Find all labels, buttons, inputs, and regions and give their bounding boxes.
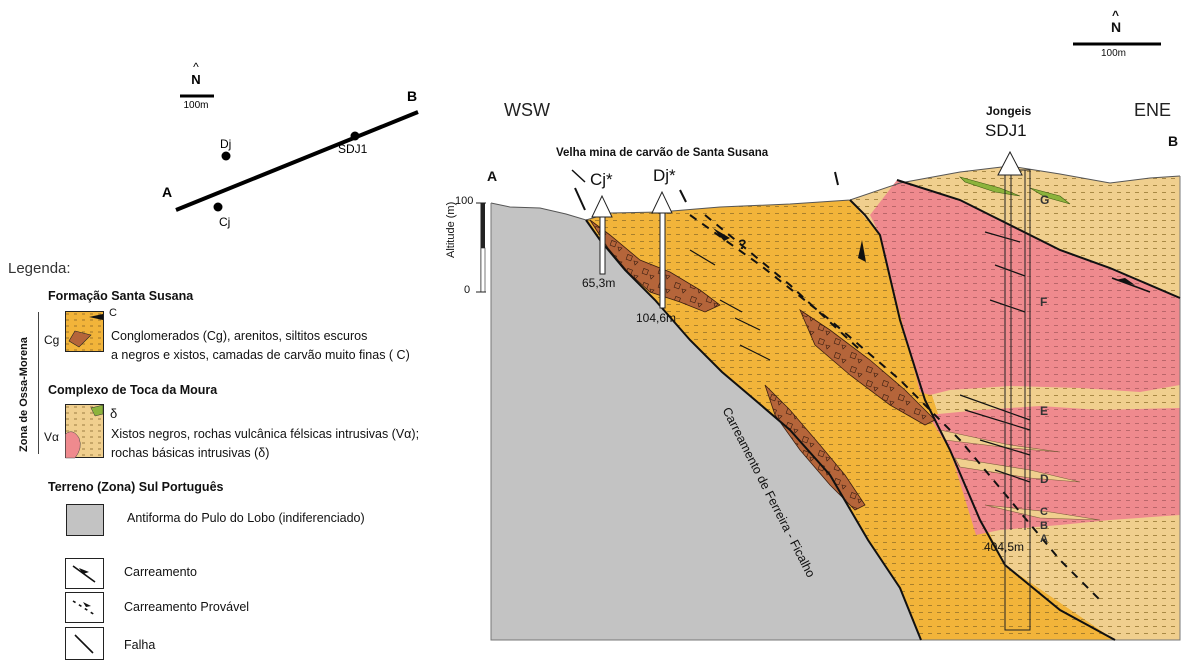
legend-group1-swatch-label: Cg bbox=[44, 333, 60, 347]
map-point-cj bbox=[213, 202, 223, 212]
legend-group2-swatch-label: Vα bbox=[44, 430, 59, 444]
hole-cj-depth: 65,3m bbox=[582, 276, 616, 290]
altitude-tick-100: 100 bbox=[455, 195, 474, 207]
section-north-label: N bbox=[1111, 19, 1122, 35]
location-map: ^ N 100m A B Dj Cj SDJ1 bbox=[162, 60, 419, 229]
unit-f: F bbox=[1040, 295, 1048, 309]
legend-symbol-fault: Falha bbox=[124, 638, 156, 652]
map-point-sdj1 bbox=[350, 131, 360, 141]
map-point-dj bbox=[221, 151, 231, 161]
legend-probable-thrust-icon bbox=[65, 592, 104, 623]
legend-zone-bracket bbox=[38, 312, 39, 454]
conglomerate-lenses bbox=[589, 219, 936, 511]
hole-sdj1-depth: 404,5m bbox=[984, 540, 1025, 554]
upper-thrust bbox=[896, 179, 1181, 299]
section-right-end: B bbox=[1168, 133, 1179, 149]
section-left-end: A bbox=[487, 168, 498, 184]
legend-group2-heading: Complexo de Toca da Moura bbox=[48, 383, 218, 397]
probable-thrust-2 bbox=[704, 214, 861, 351]
unit-e: E bbox=[1040, 404, 1049, 418]
hole-sdj1-name: SDJ1 bbox=[985, 121, 1027, 140]
map-endpoint-b: B bbox=[407, 88, 417, 104]
map-label-sdj1: SDJ1 bbox=[338, 142, 368, 156]
altitude-tick-0: 0 bbox=[464, 284, 471, 296]
legend-group3-text: Antiforma do Pulo do Lobo (indiferenciad… bbox=[127, 511, 365, 525]
mine-label: Velha mina de carvão de Santa Susana bbox=[556, 147, 769, 159]
legend-group2-mark: δ bbox=[110, 406, 118, 421]
map-north-label: N bbox=[191, 72, 200, 87]
map-scale-label: 100m bbox=[183, 100, 208, 111]
map-label-cj: Cj bbox=[219, 215, 230, 229]
ferreira-ficalho-thrust bbox=[585, 219, 922, 641]
legend-group2-swatch bbox=[65, 404, 104, 459]
legend-group1-text-1: Conglomerados (Cg), arenitos, siltitos e… bbox=[111, 329, 368, 343]
map-north-caret-icon: ^ bbox=[193, 60, 199, 74]
unit-d: D bbox=[1040, 472, 1049, 486]
legend-fault-icon bbox=[65, 627, 104, 660]
legend-group2-text-1: Xistos negros, rochas vulcânica félsicas… bbox=[111, 427, 420, 441]
legend-symbol-thrust: Carreamento bbox=[124, 565, 197, 579]
hole-sdj1-site: Jongeis bbox=[986, 104, 1032, 118]
legend-group1-text-2: a negros e xistos, camadas de carvão mui… bbox=[111, 348, 410, 362]
question-mark: ? bbox=[738, 236, 747, 252]
unit-b: B bbox=[1040, 520, 1048, 532]
legend-group3-heading: Terreno (Zona) Sul Português bbox=[48, 480, 224, 494]
topography bbox=[490, 165, 1181, 221]
probable-thrust-1 bbox=[689, 214, 1101, 601]
section-right-dir: ENE bbox=[1134, 100, 1172, 120]
map-profile-line bbox=[175, 110, 419, 212]
legend-thrust-icon bbox=[65, 558, 104, 589]
section-scale-label: 100m bbox=[1101, 48, 1127, 59]
section-north-caret-icon: ^ bbox=[1112, 8, 1120, 22]
altitude-axis-label: Altitude (m) bbox=[445, 201, 457, 258]
borehole-dj bbox=[659, 207, 666, 309]
unit-g: G bbox=[1040, 193, 1050, 207]
legend-group2-text-2: rochas básicas intrusivas (δ) bbox=[111, 446, 270, 460]
legend-group3-swatch bbox=[66, 504, 104, 536]
legend-group1-heading: Formação Santa Susana bbox=[48, 289, 194, 303]
hole-dj-name: Dj* bbox=[653, 166, 676, 185]
unit-a: A bbox=[1040, 533, 1048, 545]
hole-cj-name: Cj* bbox=[590, 170, 613, 189]
legend-symbol-probable-thrust: Carreamento Provável bbox=[124, 600, 250, 614]
hole-dj-depth: 104,6m bbox=[636, 311, 677, 325]
map-label-dj: Dj bbox=[220, 137, 231, 151]
legend-title: Legenda: bbox=[8, 260, 71, 277]
unit-c: C bbox=[1040, 506, 1048, 518]
section-left-dir: WSW bbox=[504, 100, 550, 120]
basic-intrusive-2 bbox=[1029, 187, 1071, 205]
pulo-do-lobo-unit bbox=[491, 203, 921, 640]
map-endpoint-a: A bbox=[162, 184, 172, 200]
eastern-thrust bbox=[849, 199, 1116, 641]
legend-group1-swatch bbox=[65, 311, 104, 352]
legend-group1-mark: C bbox=[109, 307, 117, 319]
borehole-cj bbox=[599, 209, 606, 275]
